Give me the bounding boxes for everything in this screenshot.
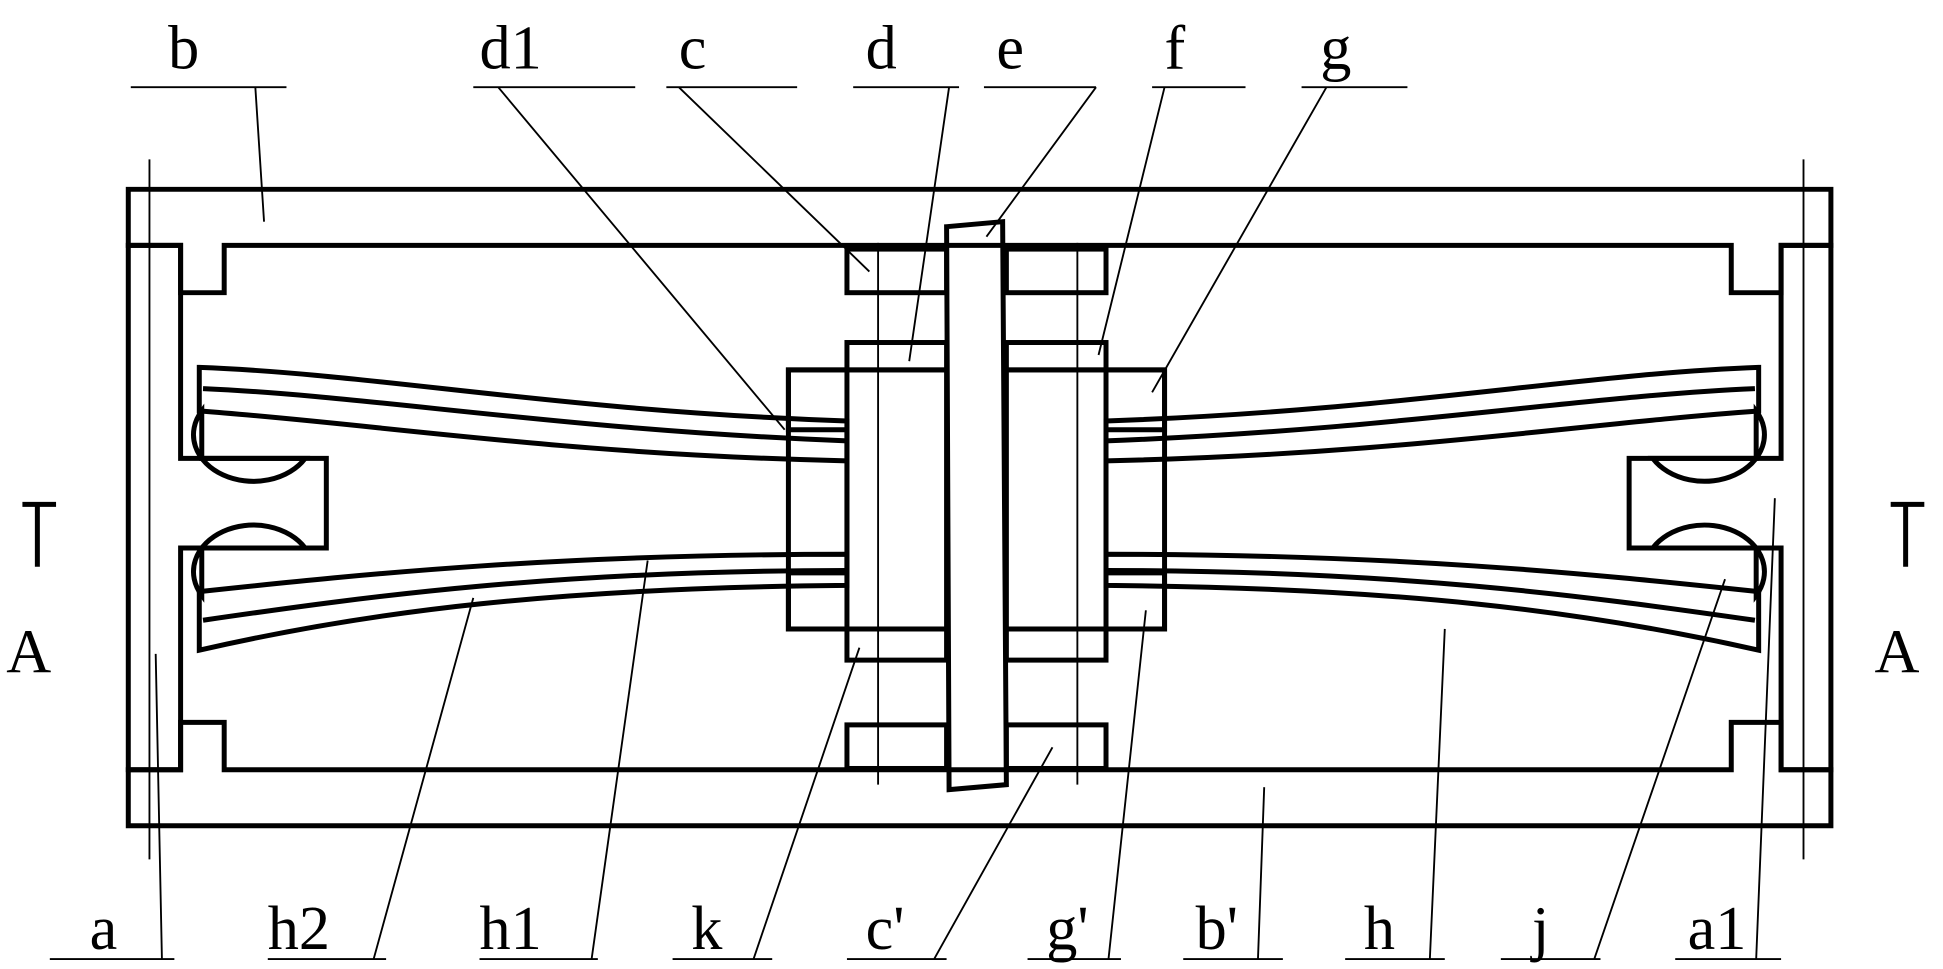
section-label-left: A	[6, 619, 51, 687]
bushings	[847, 249, 1106, 768]
label-g-prime: g'	[1046, 895, 1088, 963]
label-j: j	[1530, 895, 1549, 963]
section-label-right: A	[1874, 619, 1919, 687]
leader-lines	[50, 87, 1781, 959]
label-c-prime: c'	[866, 895, 905, 963]
label-f: f	[1165, 15, 1186, 83]
label-b: b	[168, 15, 199, 83]
label-d: d	[866, 15, 897, 83]
shaft	[947, 222, 1007, 790]
section-markers	[22, 504, 1924, 566]
label-d1: d1	[480, 15, 542, 83]
label-h2: h2	[268, 895, 330, 963]
label-a: a	[90, 895, 118, 963]
label-k: k	[691, 895, 723, 963]
center-lines	[149, 159, 1803, 859]
hubs	[788, 370, 1164, 629]
label-g: g	[1320, 15, 1351, 83]
label-b-prime: b'	[1196, 895, 1238, 963]
springs	[199, 367, 1758, 650]
label-h1: h1	[480, 895, 542, 963]
housing	[128, 189, 1831, 825]
label-c: c	[679, 15, 707, 83]
label-a1: a1	[1688, 895, 1747, 963]
label-e: e	[996, 15, 1024, 83]
label-h: h	[1364, 895, 1395, 963]
